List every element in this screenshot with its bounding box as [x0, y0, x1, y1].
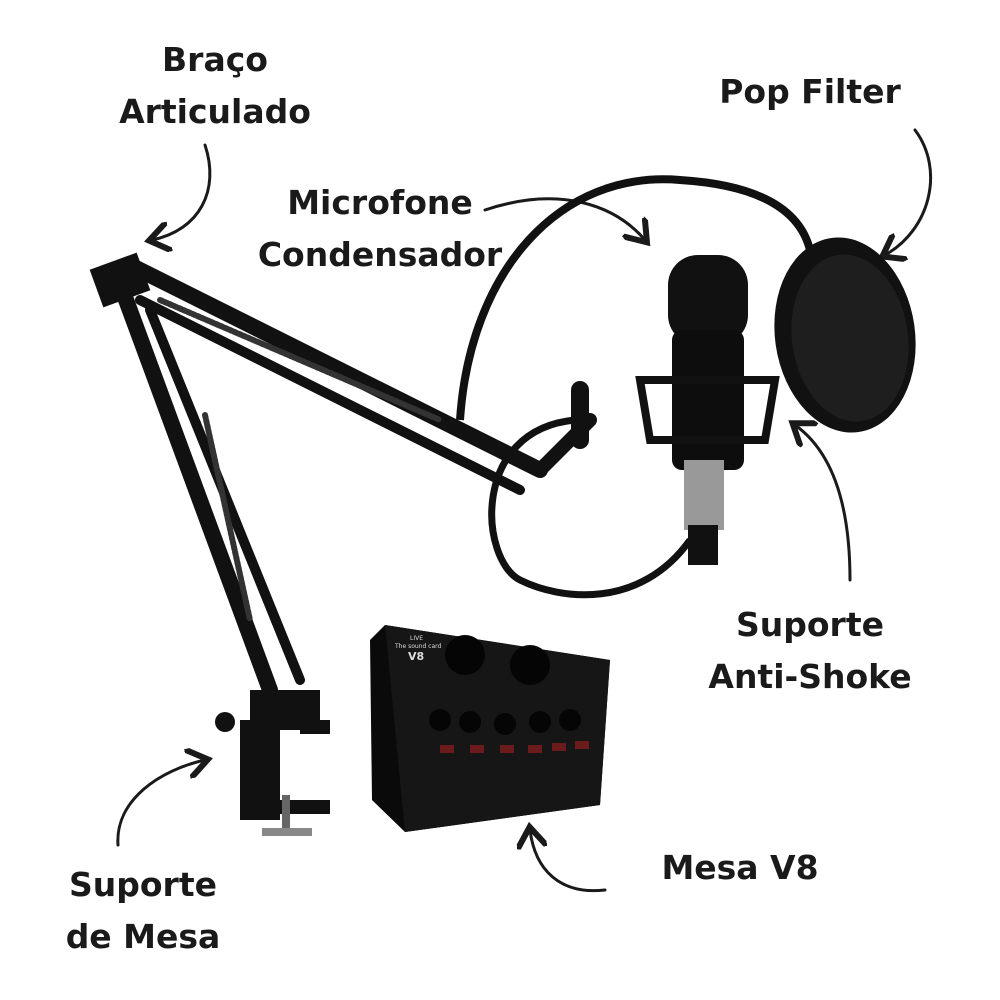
label-pop-filter-line1: Pop Filter: [719, 72, 901, 111]
mixer-model-text: V8: [408, 650, 424, 663]
label-arm: Braço Articulado: [119, 34, 311, 138]
label-microphone: Microfone Condensador: [258, 177, 502, 281]
label-desk-clamp-line2: de Mesa: [65, 917, 221, 956]
arrow-pop-filter: [885, 128, 932, 255]
desk-clamp: [215, 690, 330, 836]
gooseneck: [456, 175, 814, 421]
label-desk-clamp-line1: Suporte: [69, 865, 217, 904]
label-pop-filter: Pop Filter: [719, 66, 901, 118]
condenser-microphone: [635, 255, 780, 565]
mixer-live-text: LIVE: [410, 635, 423, 642]
arrow-desk-clamp: [116, 760, 205, 847]
arrow-arm: [152, 143, 212, 240]
label-microphone-line1: Microfone: [287, 183, 473, 222]
mixer-brand-text: The sound card: [394, 643, 442, 650]
label-arm-line2: Articulado: [119, 92, 311, 131]
v8-mixer: LIVE The sound card V8: [370, 625, 610, 832]
pop-filter: [774, 237, 916, 433]
label-mixer-line1: Mesa V8: [661, 848, 819, 887]
label-shock-mount-line1: Suporte: [736, 605, 884, 644]
label-shock-mount: Suporte Anti-Shoke: [708, 599, 911, 703]
arrow-mixer: [530, 830, 607, 893]
arrow-shock-mount: [795, 425, 852, 582]
label-shock-mount-line2: Anti-Shoke: [708, 657, 912, 696]
label-microphone-line2: Condensador: [257, 235, 503, 274]
scissor-arm: [107, 257, 597, 698]
label-mixer: Mesa V8: [661, 842, 818, 894]
label-desk-clamp: Suporte de Mesa: [66, 859, 221, 963]
label-arm-line1: Braço: [162, 40, 268, 79]
